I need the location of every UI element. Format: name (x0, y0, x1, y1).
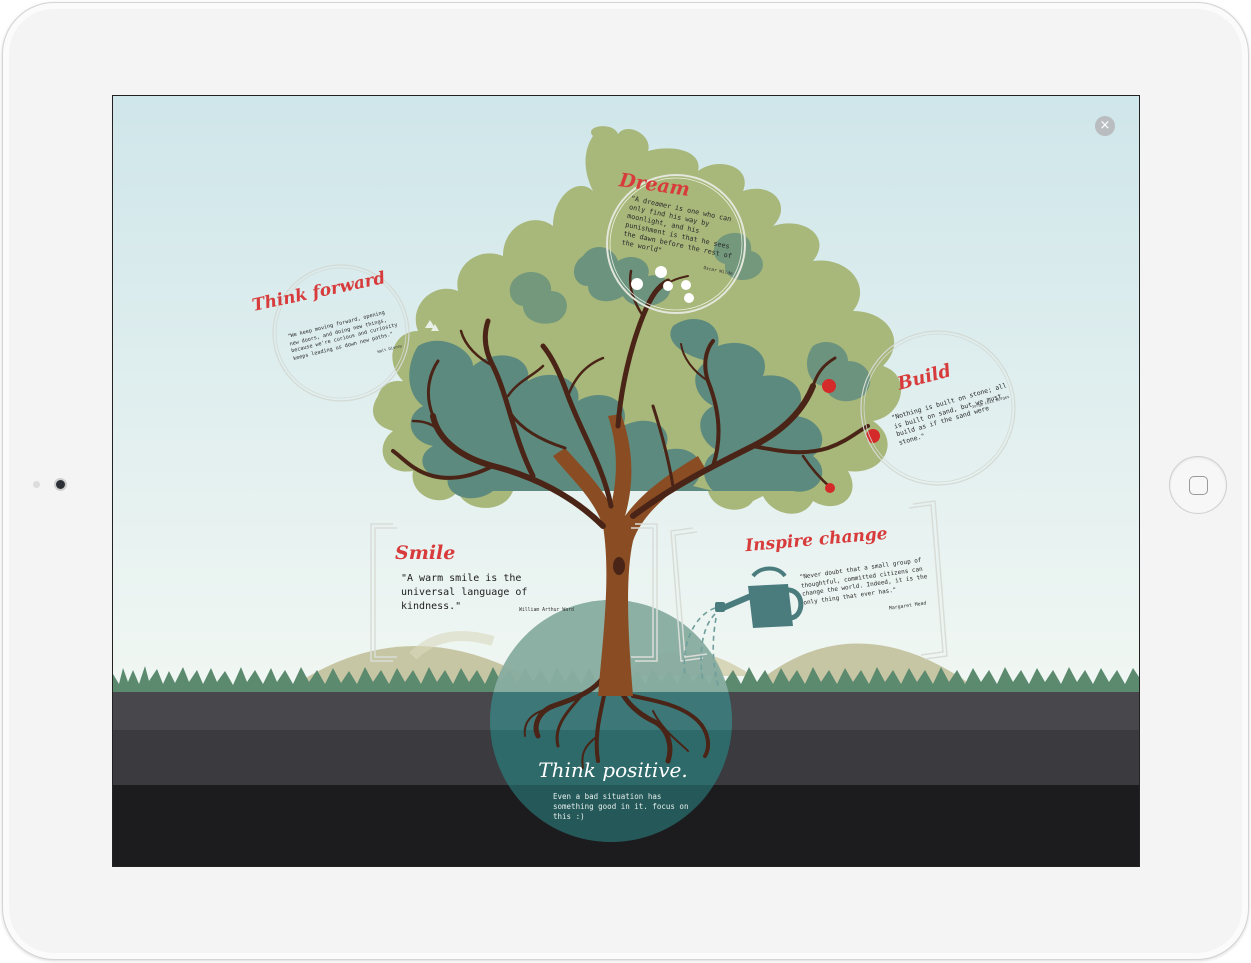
smile-author: William Arthur Ward (519, 608, 574, 613)
home-button[interactable] (1169, 456, 1227, 514)
inspire-brackets (670, 500, 948, 662)
tree-scene (113, 96, 1139, 866)
sensor-dot (33, 481, 40, 488)
apple (822, 379, 836, 393)
apple (825, 483, 835, 493)
think-positive-text: Even a bad situation has something good … (553, 792, 689, 821)
inspire-change-quote: "Never doubt that a small group of thoug… (799, 556, 928, 607)
think-forward-circle-inner (275, 267, 407, 399)
water-drops (683, 607, 719, 687)
presentation-screen: × Dream "A dreamer is one who can only f… (112, 95, 1140, 867)
inspire-change-author: Margaret Mead (888, 601, 927, 612)
smile-quote: "A warm smile is the universal language … (401, 573, 528, 612)
build-circle (860, 330, 1016, 486)
dream-quote: "A dreamer is one who can only find his … (620, 194, 733, 261)
smile-section: Smile "A warm smile is the universal lan… (393, 542, 593, 632)
smile-title: Smile (395, 542, 456, 564)
build-circle-inner (863, 333, 1013, 483)
inspire-change-section: Inspire change "Never doubt that a small… (743, 524, 943, 644)
inspire-change-title: Inspire change (744, 523, 889, 557)
build-section: Build "Nothing is built on stone; all is… (863, 341, 1023, 461)
dream-circle-inner (609, 177, 743, 311)
think-forward-author: Walt Disney (376, 343, 403, 354)
build-title: Build (895, 360, 954, 395)
watering-can-icon (715, 566, 804, 628)
dream-section: Dream "A dreamer is one who can only fin… (603, 169, 753, 314)
flowers (631, 266, 694, 303)
trunk (553, 414, 705, 696)
close-button[interactable]: × (1095, 116, 1115, 136)
smile-brackets (370, 523, 658, 662)
dream-circle (606, 174, 746, 314)
think-forward-quote: "We keep moving forward, opening new doo… (287, 309, 399, 362)
foliage-dark (409, 232, 871, 499)
think-forward-title: Think forward (250, 268, 388, 316)
home-square-icon (1189, 476, 1208, 495)
think-forward-circle (272, 264, 410, 402)
think-forward-section: Think forward "We keep moving forward, o… (249, 268, 419, 406)
camera-icon (54, 478, 67, 491)
think-positive-title: Think positive. (538, 758, 688, 782)
dream-title: Dream (617, 169, 692, 201)
trunk-knot (613, 557, 625, 575)
apple (866, 429, 880, 443)
leaves-small (425, 320, 439, 331)
